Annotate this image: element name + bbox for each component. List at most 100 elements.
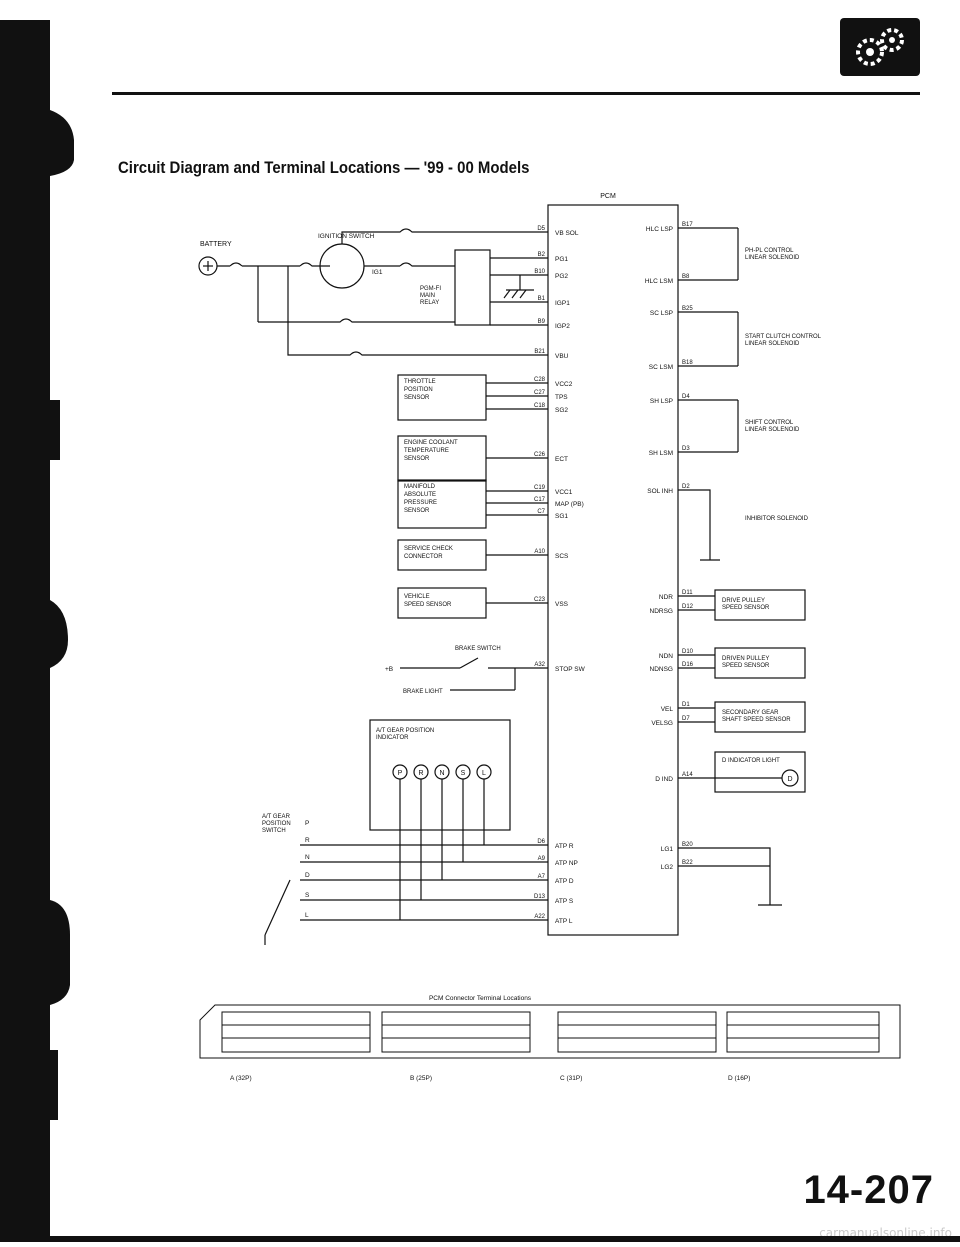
component-label: SENSOR	[404, 395, 430, 401]
solenoid-label: START CLUTCH CONTROL	[745, 334, 822, 340]
gear-position-label: L	[305, 912, 309, 919]
pcm-terminal-label: TPS	[555, 394, 568, 401]
pcm-pin-label: D1	[682, 702, 690, 708]
pcm-pin-label: D4	[682, 394, 690, 400]
pcm-terminal-label: MAP (PB)	[555, 501, 584, 508]
brake-light-label: BRAKE LIGHT	[403, 689, 443, 695]
indicator-label: INDICATOR	[376, 735, 409, 741]
connector-label: B (25P)	[410, 1075, 432, 1082]
relay-label: RELAY	[420, 300, 439, 306]
pcm-pin-label: C26	[534, 452, 546, 458]
solenoid-label: LINEAR SOLENOID	[745, 255, 800, 261]
sensor-label: SHAFT SPEED SENSOR	[722, 717, 791, 723]
page-number: 14-207	[803, 1168, 934, 1212]
relay-label: PGM-FI	[420, 286, 441, 292]
pcm-terminal-label: NDRSG	[650, 608, 673, 615]
gear-switch-label: SWITCH	[262, 828, 286, 834]
pcm-terminal-label: ATP D	[555, 878, 574, 885]
pcm-pin-label: A7	[538, 874, 546, 880]
solenoid-label: LINEAR SOLENOID	[745, 427, 800, 433]
pcm-pin-label: B20	[682, 842, 693, 848]
pcm-pin-label: D11	[682, 590, 693, 596]
pcm-pin-label: B2	[538, 252, 546, 258]
brake-switch-label: BRAKE SWITCH	[455, 646, 501, 652]
component-label: SERVICE CHECK	[404, 546, 453, 552]
pcm-terminal-label: STOP SW	[555, 666, 586, 673]
solenoid-label: SHIFT CONTROL	[745, 420, 794, 426]
plus-b-label: +B	[385, 666, 393, 673]
page-title: Circuit Diagram and Terminal Locations —…	[118, 158, 530, 177]
pcm-pin-label: B22	[682, 860, 693, 866]
indicator-letter: N	[439, 770, 444, 777]
binding-edge	[0, 0, 80, 1242]
pcm-terminal-label: LG1	[661, 846, 674, 853]
connector-label: A (32P)	[230, 1075, 252, 1082]
pcm-label: PCM	[600, 193, 616, 200]
gear-position-label: N	[305, 854, 310, 861]
pcm-terminal-label: D IND	[655, 776, 673, 783]
pcm-terminal-label: ATP L	[555, 918, 573, 925]
pcm-pin-label: A32	[534, 662, 545, 668]
indicator-letter: R	[418, 770, 423, 777]
gear-switch-label: POSITION	[262, 821, 291, 827]
pcm-terminal-label: VELSG	[651, 720, 673, 727]
pcm-terminal-label: SCS	[555, 553, 569, 560]
gear-position-label: D	[305, 872, 310, 879]
component-label: VEHICLE	[404, 594, 430, 600]
pcm-pin-label: D3	[682, 446, 690, 452]
sensor-label: SPEED SENSOR	[722, 663, 770, 669]
pcm-terminal-label: HLC LSM	[645, 278, 673, 285]
pcm-pin-label: C18	[534, 403, 546, 409]
pcm-pin-label: D2	[682, 484, 690, 490]
indicator-letter: S	[461, 770, 466, 777]
pcm-terminal-label: VSS	[555, 601, 569, 608]
pcm-pin-label: B17	[682, 222, 693, 228]
gear-switch-label: A/T GEAR	[262, 814, 291, 820]
d-indicator-symbol: D	[787, 776, 792, 783]
pcm-terminal-label: VB SOL	[555, 230, 579, 237]
pcm-pin-label: B9	[538, 319, 546, 325]
pcm-pin-label: A14	[682, 772, 693, 778]
pcm-pin-label: D5	[537, 226, 545, 232]
component-label: SENSOR	[404, 456, 430, 462]
footer-bar	[0, 1236, 960, 1242]
pcm-pin-label: C19	[534, 485, 546, 491]
component-label: ENGINE COOLANT	[404, 440, 458, 446]
pcm-terminal-label: VCC1	[555, 489, 573, 496]
pcm-terminal-label: ATP S	[555, 898, 574, 905]
pcm-pin-label: D16	[682, 662, 694, 668]
pcm-terminal-label: NDNSG	[650, 666, 673, 673]
component-label: POSITION	[404, 387, 433, 393]
pcm-terminal-label: SH LSP	[650, 398, 673, 405]
sensor-label: D INDICATOR LIGHT	[722, 758, 780, 764]
pcm-terminal-label: HLC LSP	[646, 226, 673, 233]
header-rule	[112, 92, 920, 95]
pcm-terminal-label: NDN	[659, 653, 673, 660]
component-label: PRESSURE	[404, 500, 437, 506]
pcm-terminal-label: VEL	[661, 706, 674, 713]
indicator-letter: L	[482, 770, 486, 777]
component-label: SPEED SENSOR	[404, 602, 452, 608]
connector-strip	[199, 1004, 901, 1059]
pcm-pin-label: A10	[534, 549, 545, 555]
connector-label: C (31P)	[560, 1075, 582, 1082]
component-label: THROTTLE	[404, 379, 436, 385]
pcm-body	[547, 204, 679, 936]
pcm-terminal-label: SG1	[555, 513, 568, 520]
pcm-terminal-label: VBU	[555, 353, 569, 360]
indicator-label: A/T GEAR POSITION	[376, 728, 434, 734]
gear-position-label: P	[305, 820, 309, 827]
component-label: SENSOR	[404, 508, 430, 514]
pcm-terminal-label: SG2	[555, 407, 568, 414]
ig1-label: IG1	[372, 269, 383, 276]
pcm-pin-label: C17	[534, 497, 546, 503]
pcm-pin-label: C7	[537, 509, 545, 515]
pcm-pin-label: B25	[682, 306, 693, 312]
pcm-pin-label: C28	[534, 377, 546, 383]
battery-label: BATTERY	[200, 241, 232, 248]
pcm-pin-label: C27	[534, 390, 546, 396]
component-label: ABSOLUTE	[404, 492, 436, 498]
sensor-label: DRIVEN PULLEY	[722, 656, 769, 662]
connector-title: PCM Connector Terminal Locations	[429, 995, 532, 1002]
